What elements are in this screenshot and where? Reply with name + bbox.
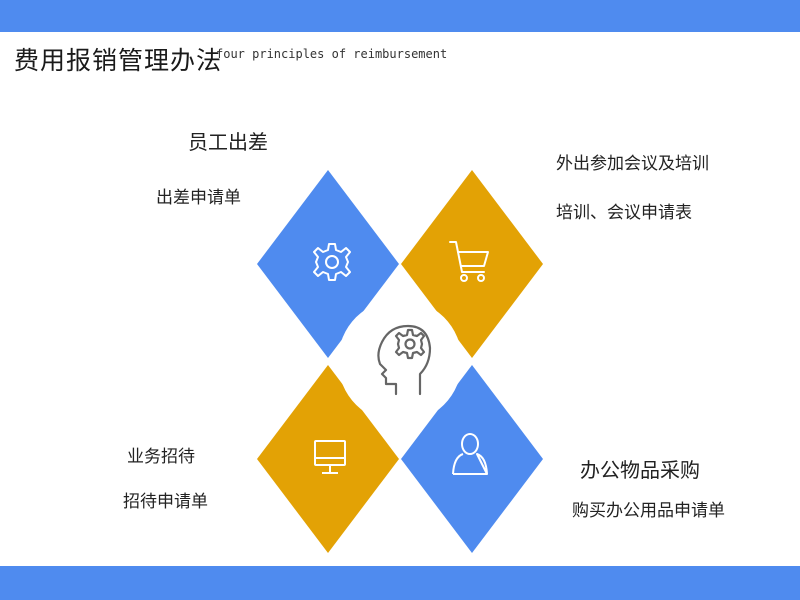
top-band <box>0 0 800 32</box>
item-2-subtitle: 培训、会议申请表 <box>556 203 692 223</box>
gear-icon <box>313 243 351 281</box>
head-with-gear-icon <box>377 324 432 396</box>
bottom-band <box>0 566 800 600</box>
item-3-heading: 业务招待 <box>127 447 195 467</box>
diamond-bottom-right <box>401 365 543 553</box>
monitor-icon <box>314 440 346 474</box>
item-4-subtitle: 购买办公用品申请单 <box>572 501 725 521</box>
item-1-heading: 员工出差 <box>188 130 268 154</box>
center-circle <box>338 299 462 423</box>
item-1-subtitle: 出差申请单 <box>156 188 241 208</box>
shopping-cart-icon <box>449 241 489 282</box>
item-3-subtitle: 招待申请单 <box>123 492 208 512</box>
page-subtitle: four principles of reimbursement <box>216 47 448 61</box>
person-icon <box>452 433 488 475</box>
item-2-heading: 外出参加会议及培训 <box>556 154 709 174</box>
item-4-heading: 办公物品采购 <box>580 458 700 482</box>
page-title: 费用报销管理办法 <box>14 46 223 75</box>
